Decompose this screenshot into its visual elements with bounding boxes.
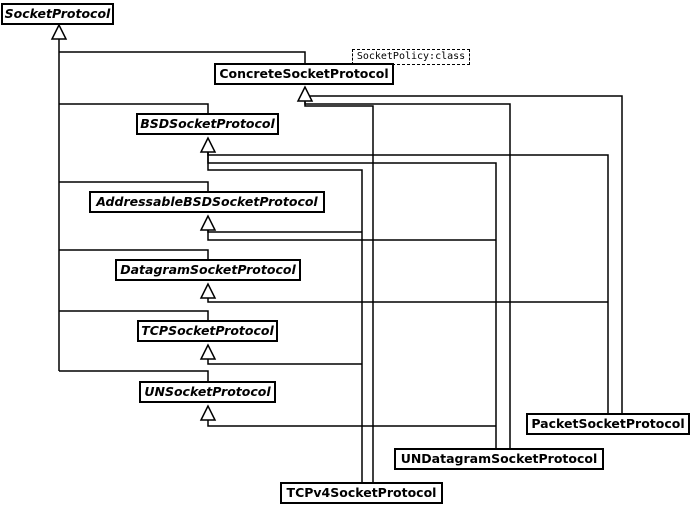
arrowhead-socketprotocol	[50, 23, 68, 40]
connector-tcpv4-to-bsd	[207, 152, 363, 482]
connector-tcpv4-to-addressable	[207, 226, 362, 233]
class-concrete-socket-protocol: ConcreteSocketProtocol	[214, 63, 394, 85]
arrowhead-addressable	[199, 214, 217, 231]
arrowhead-tcp	[199, 343, 217, 360]
class-socket-protocol: SocketProtocol	[1, 3, 114, 25]
connector-packet-to-concrete	[304, 95, 623, 413]
connector-concrete-to-base	[59, 51, 306, 63]
arrowhead-concrete	[296, 85, 314, 102]
class-packet-socket-protocol: PacketSocketProtocol	[526, 413, 690, 435]
connector-undatagram-to-concrete	[304, 102, 511, 448]
class-addressable-bsd-socket-protocol: AddressableBSDSocketProtocol	[89, 191, 325, 213]
class-un-socket-protocol: UNSocketProtocol	[139, 381, 276, 403]
class-un-datagram-socket-protocol: UNDatagramSocketProtocol	[394, 448, 604, 470]
connector-undatagram-to-addressable	[207, 226, 496, 241]
template-parameter: SocketPolicy:class	[352, 49, 470, 65]
connector-tcpv4-to-tcp	[207, 357, 362, 365]
connector-tcpv4-to-concrete	[304, 102, 374, 482]
class-bsd-socket-protocol: BSDSocketProtocol	[136, 113, 279, 135]
class-tcpv4-socket-protocol: TCPv4SocketProtocol	[280, 482, 443, 504]
class-tcp-socket-protocol: TCPSocketProtocol	[137, 320, 278, 342]
arrowhead-un	[199, 404, 217, 421]
connector-tcp-to-base	[59, 310, 209, 320]
connector-undatagram-to-un	[207, 419, 496, 427]
connector-addressable-to-base	[59, 181, 209, 191]
class-datagram-socket-protocol: DatagramSocketProtocol	[115, 259, 301, 281]
connector-bsd-to-base	[59, 103, 209, 113]
arrowhead-datagram	[199, 282, 217, 299]
arrowhead-bsd	[199, 136, 217, 153]
connector-datagram-children	[207, 296, 608, 303]
connector-datagram-to-base	[59, 249, 209, 259]
connector-un-to-base	[59, 370, 209, 381]
